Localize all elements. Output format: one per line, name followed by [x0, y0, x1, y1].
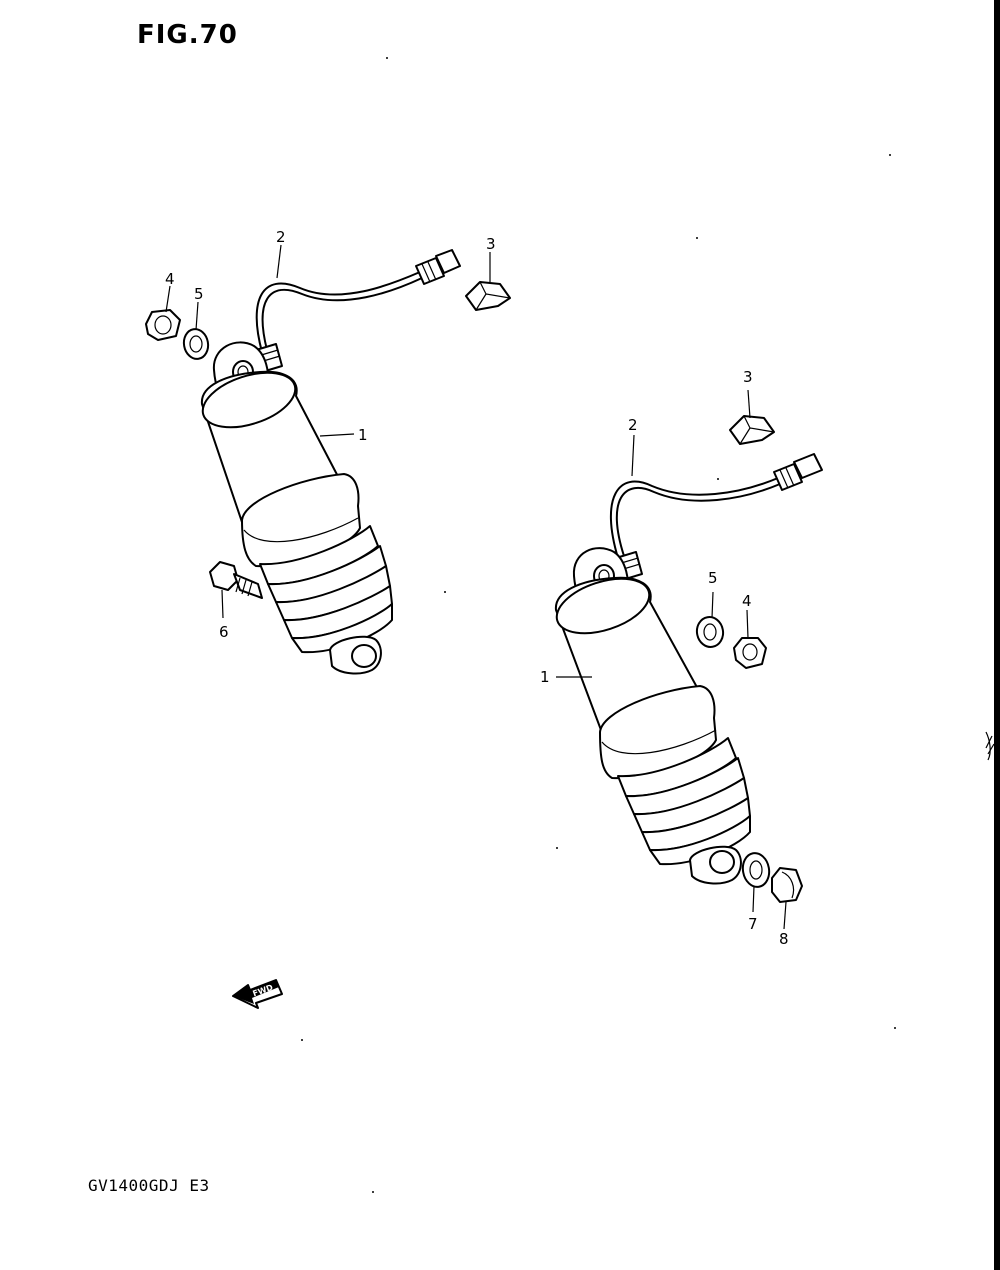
left-washer-part-5: [182, 328, 210, 360]
figure-title: FIG.70: [137, 20, 238, 50]
callout-right-8: 8: [779, 930, 789, 948]
callout-right-2: 2: [628, 416, 638, 434]
left-clip-part-3: [465, 281, 511, 311]
callout-left-2: 2: [276, 228, 286, 246]
left-bolt-part-6: [209, 561, 263, 599]
callout-left-5: 5: [194, 285, 204, 303]
callout-right-7: 7: [748, 915, 758, 933]
callout-right-4: 4: [742, 592, 752, 610]
left-hose-fitting: [415, 249, 461, 285]
right-clip-part-3: [729, 415, 775, 445]
left-hose: [255, 271, 421, 353]
callout-right-1: 1: [540, 668, 550, 686]
right-nut-part-4: [733, 637, 767, 669]
left-shock-assembly: [145, 244, 511, 675]
right-spring: [617, 737, 751, 866]
right-washer-part-7: [741, 852, 771, 888]
right-hose: [609, 477, 779, 559]
callout-right-3: 3: [743, 368, 753, 386]
callout-right-5: 5: [708, 569, 718, 587]
left-spring: [259, 525, 393, 654]
right-cap-nut-part-8: [771, 867, 803, 903]
callout-left-4: 4: [165, 270, 175, 288]
right-shock-assembly: [554, 389, 823, 930]
left-nut-part-4: [145, 309, 181, 341]
right-washer-part-5: [695, 616, 725, 648]
callout-left-6: 6: [219, 623, 229, 641]
right-hose-fitting: [773, 453, 823, 491]
fwd-arrow-icon: FWD: [232, 979, 283, 1009]
callout-left-1: 1: [358, 426, 368, 444]
model-code: GV1400GDJ E3: [88, 1176, 210, 1195]
page-edge-bar: [994, 0, 1000, 1270]
callout-left-3: 3: [486, 235, 496, 253]
